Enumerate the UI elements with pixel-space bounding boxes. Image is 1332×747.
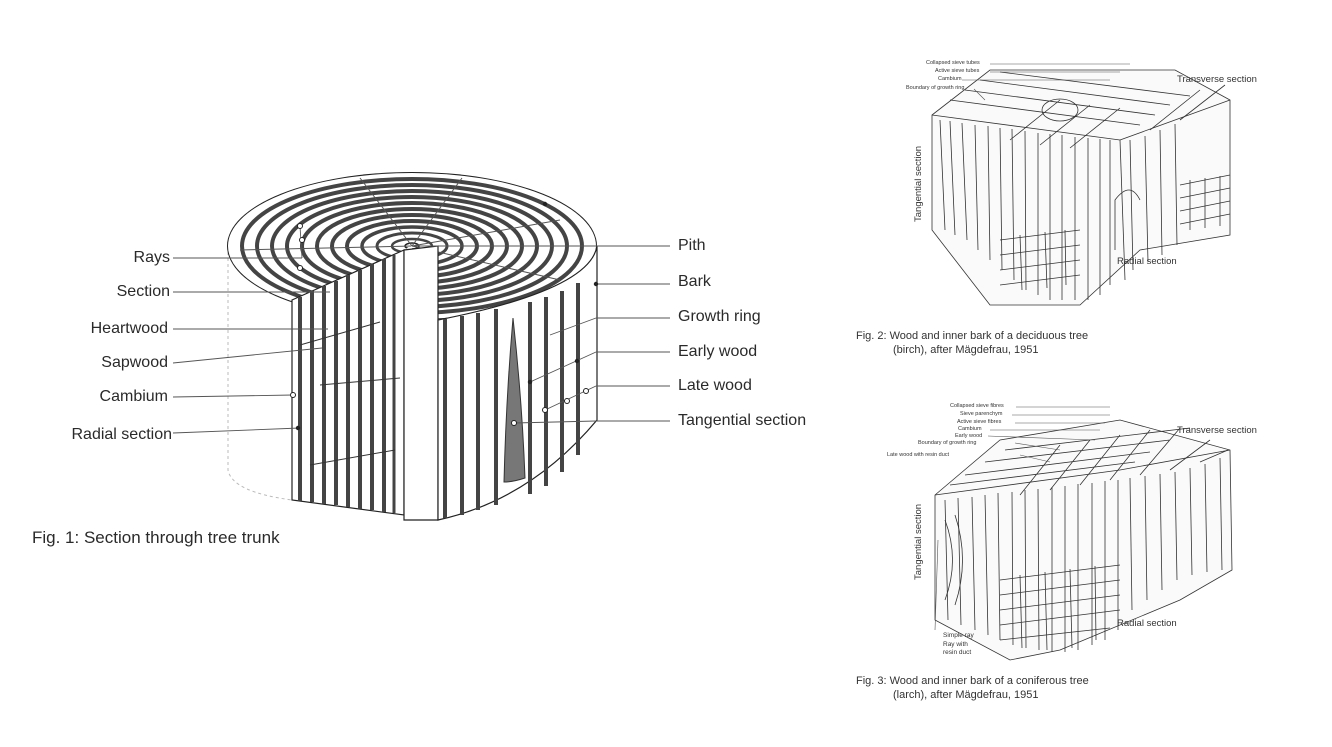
label-rays: Rays <box>133 249 170 266</box>
fig3-label-early-wood: Early wood <box>955 433 983 439</box>
label-cambium: Cambium <box>99 388 168 405</box>
marker-dots <box>290 201 599 431</box>
fig1-caption: Fig. 1: Section through tree trunk <box>32 528 280 547</box>
label-growth-ring: Growth ring <box>678 308 761 325</box>
label-sapwood: Sapwood <box>101 354 168 371</box>
fig3-transverse-section: Transverse section <box>1177 425 1257 436</box>
label-late-wood: Late wood <box>678 377 752 394</box>
left-leaders <box>172 225 330 434</box>
fig3-label-late-wood-resin-duct: Late wood with resin duct <box>887 452 950 458</box>
fig3-label-active-sieve-fibres: Active sieve fibres <box>957 419 1002 425</box>
fig3-label-sieve-parenchym: Sieve parenchym <box>960 411 1003 417</box>
label-tangential-section: Tangential section <box>678 412 807 429</box>
fig3-label-boundary-growth-ring: Boundary of growth ring <box>918 440 977 446</box>
label-early-wood: Early wood <box>678 343 758 360</box>
fig3-caption-line2: (larch), after Mägdefrau, 1951 <box>893 689 1039 701</box>
fig3-label-collapsed-sieve-fibres: Collapsed sieve fibres <box>950 403 1004 409</box>
fig3-caption-line1: Fig. 3: Wood and inner bark of a conifer… <box>856 675 1089 687</box>
label-heartwood: Heartwood <box>90 320 168 337</box>
fig2-label-cambium: Cambium <box>938 76 962 82</box>
fig2-label-active-sieve-tubes: Active sieve tubes <box>935 68 980 74</box>
label-radial-section: Radial section <box>71 426 173 443</box>
fig3-label-resin-duct: resin duct <box>943 649 972 656</box>
radial-face <box>291 249 405 516</box>
label-pith: Pith <box>678 237 706 254</box>
fig2-radial-section: Radial section <box>1117 256 1177 267</box>
right-leaders <box>412 245 670 424</box>
fig3-tangential-section: Tangential section <box>913 503 924 580</box>
fig3-label-simple-ray: Simple ray <box>943 632 974 639</box>
fig2-caption-line2: (birch), after Mägdefrau, 1951 <box>893 344 1039 356</box>
label-section: Section <box>116 283 170 300</box>
label-bark: Bark <box>678 273 711 290</box>
fig2-label-collapsed-sieve-tubes: Collapsed sieve tubes <box>926 60 980 66</box>
fig3-radial-section: Radial section <box>1117 618 1177 629</box>
fig2-caption-line1: Fig. 2: Wood and inner bark of a deciduo… <box>856 330 1089 342</box>
fig2-transverse-section: Transverse section <box>1177 74 1257 85</box>
fig2-tangential-section: Tangential section <box>913 145 924 222</box>
fig3-label-ray-with: Ray with <box>943 641 968 648</box>
fig3-label-cambium: Cambium <box>958 426 982 432</box>
tangential-face <box>437 245 598 521</box>
fig2-label-boundary-growth-ring: Boundary of growth ring <box>906 85 965 91</box>
